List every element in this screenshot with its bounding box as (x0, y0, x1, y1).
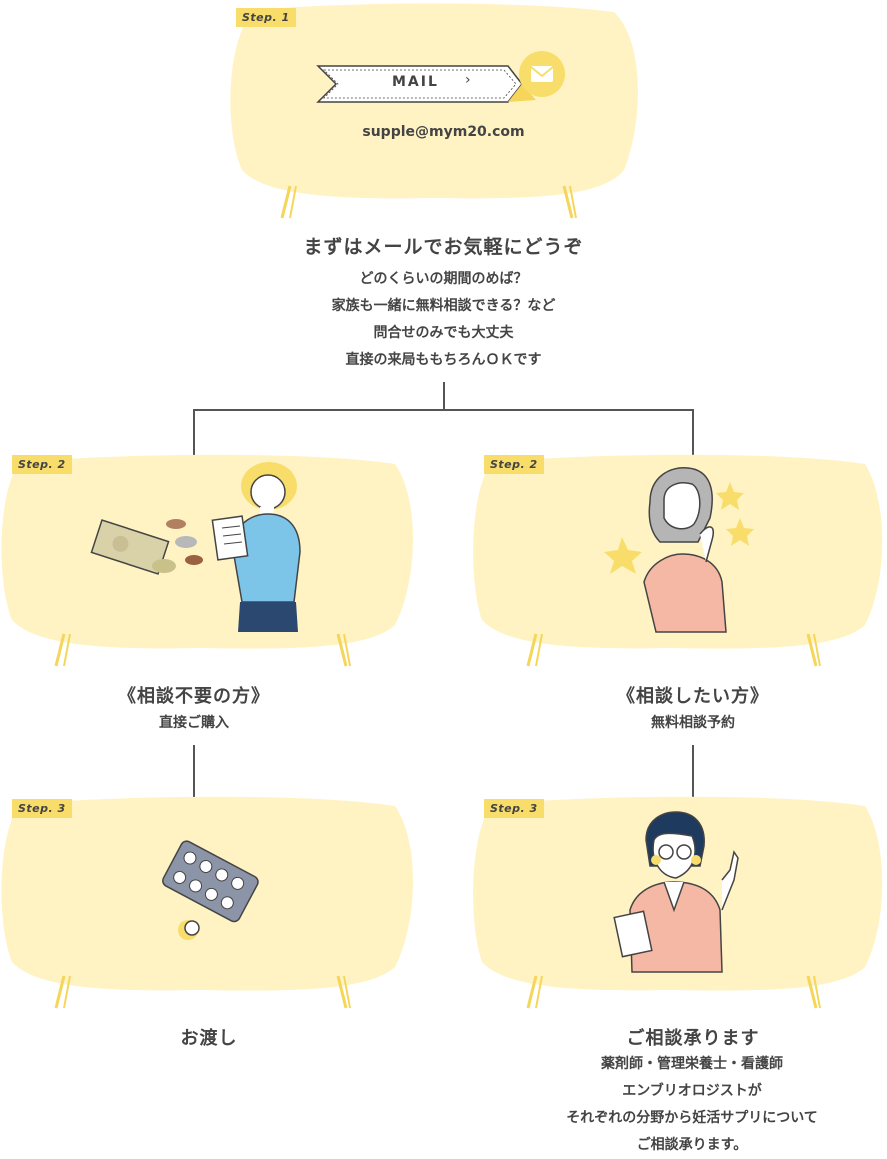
connector-line (193, 409, 694, 411)
step1-line: どのくらいの期間のめば？ (359, 271, 528, 287)
connector-line (443, 382, 445, 410)
left-step2-tag: Step. 2 (12, 455, 72, 474)
left-step2-subtitle: 直接ご購入 (159, 715, 229, 731)
step1-line: 直接の来局ももちろんＯＫです (345, 352, 542, 368)
left-step3-title: お渡し (180, 1028, 238, 1049)
pill-pack-icon (162, 840, 259, 940)
right-step3-title: ご相談承ります (626, 1028, 760, 1049)
step1-line: 家族も一緒に無料相談できる？など (331, 298, 556, 314)
right-step3-line: 薬剤師・管理栄養士・看護師 (601, 1056, 783, 1072)
right-step3-description: 薬剤師・管理栄養士・看護師 エンブリオロジストが それぞれの分野から妊活サプリに… (482, 1051, 887, 1159)
purchase-illustration (90, 462, 301, 632)
connector-line (193, 745, 195, 803)
step1-line: 問合せのみでも大丈夫 (373, 325, 514, 341)
right-step2-blob (473, 454, 883, 667)
connector-line (193, 409, 195, 457)
advisor-illustration (613, 811, 739, 973)
step1-tag: Step. 1 (236, 8, 296, 27)
step1-description: どのくらいの期間のめば？ 家族も一緒に無料相談できる？など 問合せのみでも大丈夫… (0, 266, 887, 374)
right-step2-subtitle: 無料相談予約 (651, 715, 735, 731)
left-step3-tag: Step. 3 (12, 799, 72, 818)
right-step3-line: エンブリオロジストが (622, 1083, 762, 1099)
right-step3-line: ご相談承ります。 (636, 1137, 748, 1153)
right-step2-tag: Step. 2 (484, 455, 544, 474)
consult-illustration (604, 467, 754, 633)
chevron-right-icon[interactable]: › (465, 72, 471, 88)
step1-blob (230, 3, 638, 219)
right-step2-title: 《相談したい方》 (617, 686, 769, 707)
left-step2-title: 《相談不要の方》 (118, 686, 270, 707)
left-step2-blob (1, 454, 414, 667)
right-step3-tag: Step. 3 (484, 799, 544, 818)
connector-line (692, 409, 694, 457)
step1-title: まずはメールでお気軽にどうぞ (303, 236, 584, 258)
email-address[interactable]: supple@mym20.com (362, 124, 525, 140)
mail-icon (519, 51, 565, 97)
connector-line (692, 745, 694, 803)
mail-button[interactable] (312, 60, 542, 104)
right-step3-line: それぞれの分野から妊活サプリについて (566, 1110, 818, 1126)
mail-label[interactable]: MAIL (392, 74, 439, 90)
